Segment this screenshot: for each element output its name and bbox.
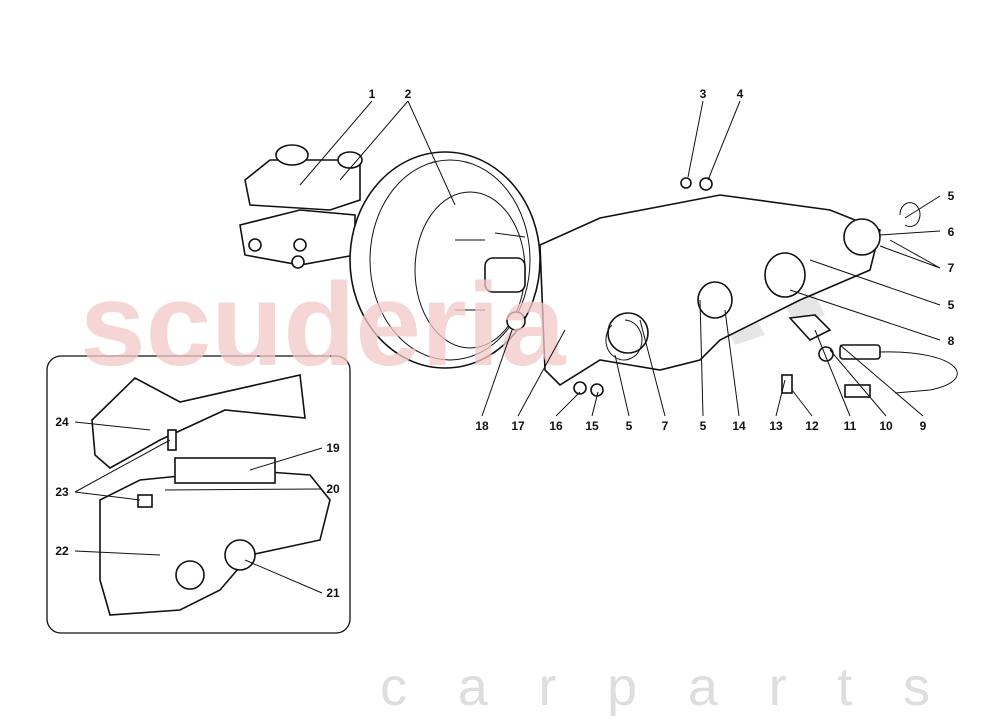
callout-3: 3 — [700, 87, 707, 101]
callout-21: 21 — [326, 586, 340, 600]
detail-inset-frame — [46, 355, 351, 634]
callout-8: 8 — [948, 334, 955, 348]
leader-lines — [74, 100, 941, 594]
callout-20: 20 — [326, 482, 340, 496]
callout-15: 15 — [585, 419, 599, 433]
callout-14: 14 — [732, 419, 746, 433]
callout-7: 7 — [662, 419, 669, 433]
callout-16: 16 — [549, 419, 563, 433]
pedal-box — [539, 177, 921, 397]
callout-17: 17 — [511, 419, 525, 433]
callout-5: 5 — [626, 419, 633, 433]
callout-9: 9 — [920, 419, 927, 433]
callout-labels: 1 2 3 4 5 6 7 5 8 9 10 11 12 13 14 5 7 5… — [55, 87, 954, 600]
watermark-subtitle: c a r p a r t s — [380, 657, 930, 717]
callout-11: 11 — [844, 419, 857, 433]
brake-light-switch — [781, 314, 958, 398]
master-cylinder — [239, 144, 363, 269]
callout-18: 18 — [475, 419, 489, 433]
callout-24: 24 — [55, 415, 69, 429]
callout-5: 5 — [948, 298, 955, 312]
callout-4: 4 — [737, 87, 744, 101]
callout-7: 7 — [948, 261, 955, 275]
inset-pedal-box — [91, 374, 331, 616]
callout-5: 5 — [948, 189, 955, 203]
callout-19: 19 — [326, 441, 340, 455]
callout-2: 2 — [405, 87, 412, 101]
callout-22: 22 — [55, 544, 69, 558]
callout-10: 10 — [879, 419, 893, 433]
brake-booster — [349, 151, 541, 369]
callout-6: 6 — [948, 225, 955, 239]
callout-1: 1 — [369, 87, 376, 101]
callout-5: 5 — [700, 419, 707, 433]
callout-23: 23 — [55, 485, 69, 499]
watermark-brand: scuderia — [80, 259, 567, 391]
callout-13: 13 — [769, 419, 783, 433]
callout-12: 12 — [805, 419, 819, 433]
